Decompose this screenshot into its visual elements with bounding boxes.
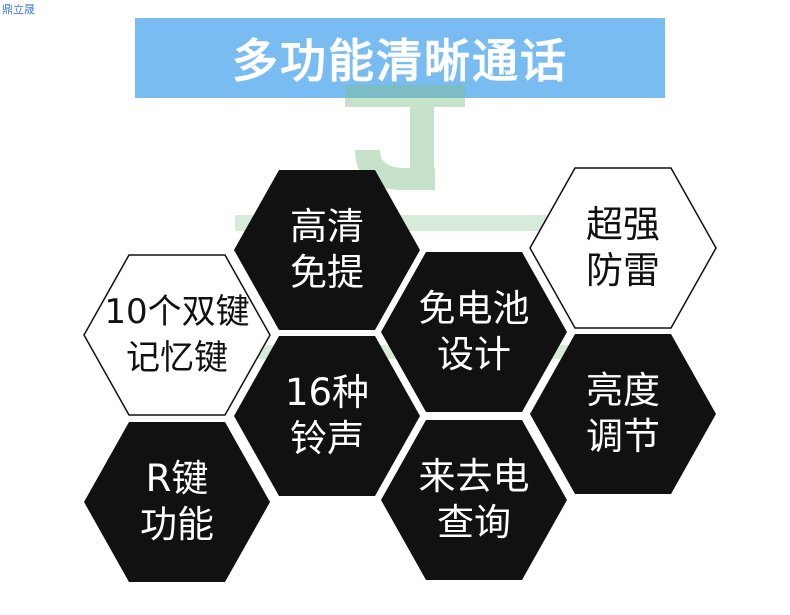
hex-caller-id-text: 来去电 查询	[418, 455, 530, 544]
hex-10-keys: 10个双键 记忆键	[82, 253, 272, 417]
hex-chaoqiang-text: 超强 防雷	[586, 203, 660, 292]
hex-no-battery-text: 免电池 设计	[418, 287, 530, 376]
hex-no-battery: 免电池 设计	[379, 250, 569, 414]
hex-brightness-text: 亮度 调节	[586, 369, 660, 458]
hex-chaoqiang: 超强 防雷	[528, 166, 718, 330]
hex-16-ringtones: 16种 铃声	[232, 334, 422, 498]
title-banner: 多功能清晰通话	[135, 18, 665, 98]
hex-gaoqing-text: 高清 免提	[290, 205, 364, 294]
hex-r-key-text: R键 功能	[140, 457, 214, 546]
hex-gaoqing: 高清 免提	[232, 168, 422, 332]
hex-16-ringtones-text: 16种 铃声	[284, 371, 370, 460]
hex-caller-id: 来去电 查询	[379, 418, 569, 582]
corner-label: 鼎立晟	[2, 3, 35, 16]
hex-10-keys-text: 10个双键 记忆键	[104, 292, 250, 378]
banner-title: 多功能清晰通话	[232, 34, 568, 88]
hex-brightness: 亮度 调节	[528, 332, 718, 496]
hex-r-key: R键 功能	[82, 420, 272, 584]
